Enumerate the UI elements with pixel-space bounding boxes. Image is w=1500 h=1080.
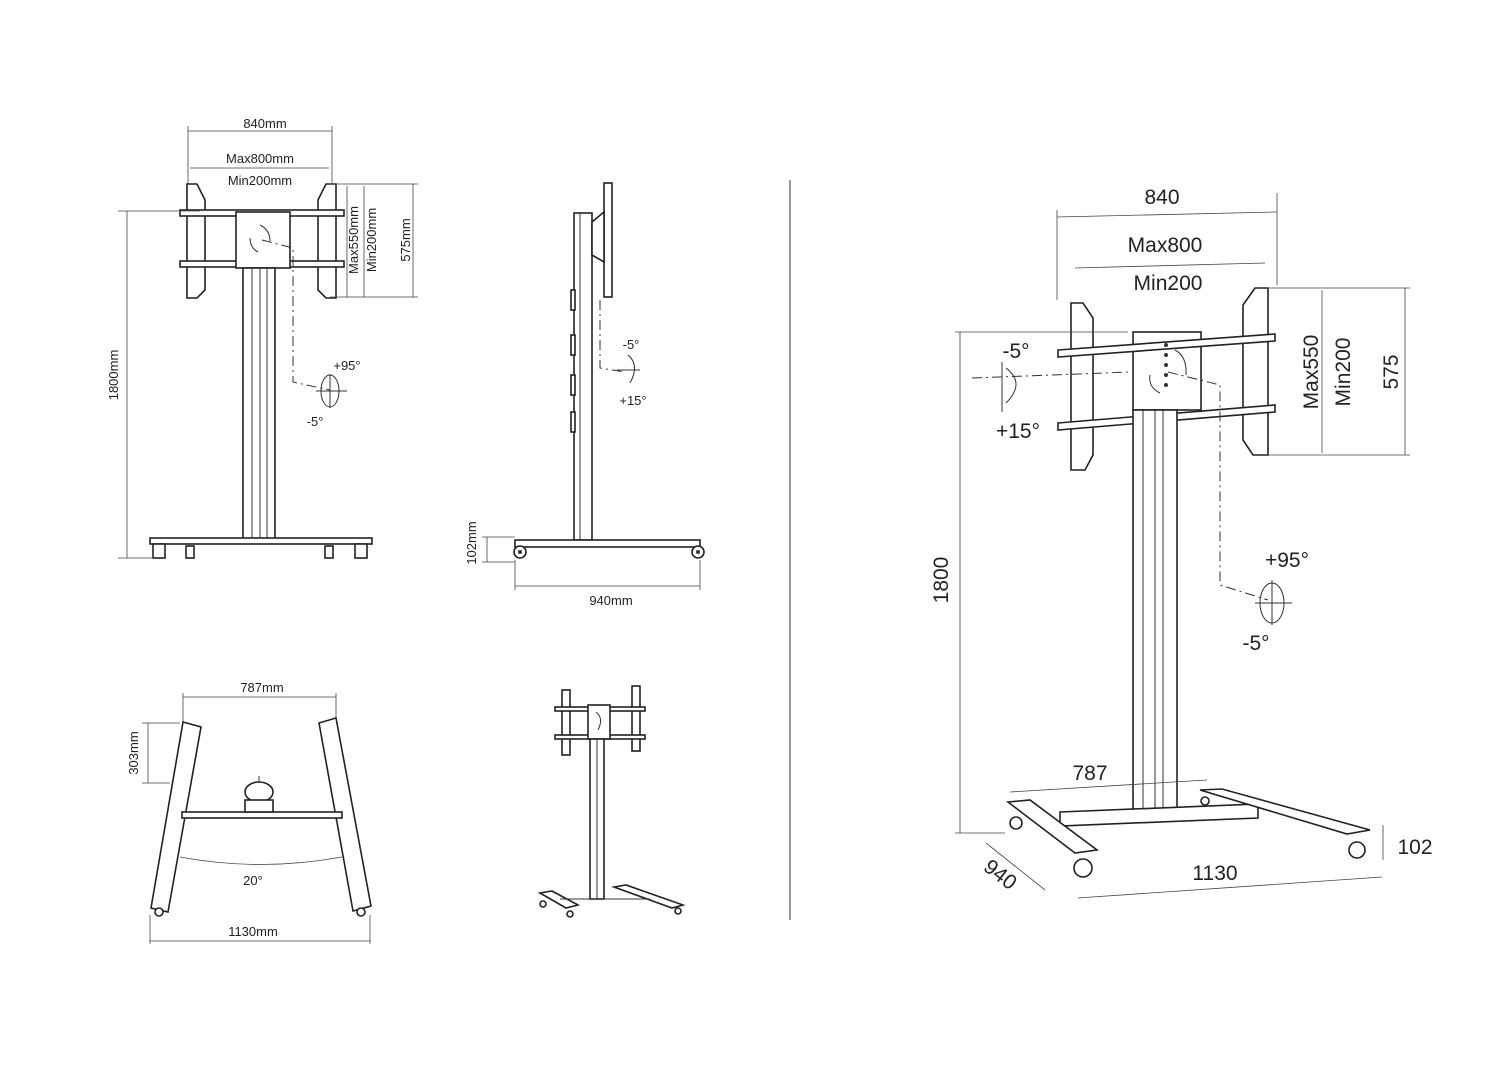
- iso-outer-w-label: 1130: [1192, 862, 1237, 885]
- side-tilt-up-label: -5°: [623, 337, 640, 352]
- iso-swivel-down-label: -5°: [1242, 632, 1269, 655]
- front-vesa-min-h-label: Min200mm: [364, 208, 379, 272]
- iso-width-label: 840: [1144, 186, 1179, 209]
- front-height-label: 1800mm: [106, 350, 121, 401]
- iso-vesa-min-w-label: Min200: [1134, 272, 1203, 295]
- iso-tilt-b-label: +15°: [996, 420, 1040, 443]
- top-inner-w-label: 787mm: [240, 680, 283, 695]
- front-tilt-up-label: +95°: [333, 358, 360, 373]
- iso-view: 840 Max800 Min200 787 1800 Max550 Min200…: [930, 186, 1433, 899]
- top-view: 787mm 303mm 20° 1130mm: [126, 680, 372, 944]
- iso-depth-label: 940: [979, 855, 1021, 895]
- iso-vesa-max-h-label: Max550: [1300, 335, 1323, 410]
- side-tilt-down-label: +15°: [619, 393, 646, 408]
- iso-vesa-max-w-label: Max800: [1128, 234, 1203, 257]
- iso-height-label: 1800: [930, 557, 953, 604]
- iso-tilt-a-label: -5°: [1002, 340, 1029, 363]
- front-vesa-max-w-label: Max800mm: [226, 151, 294, 166]
- front-view: 840mm Max800mm Min200mm 1800mm Max550mm …: [106, 116, 418, 559]
- iso-vesa-min-h-label: Min200: [1332, 338, 1355, 407]
- top-angle-label: 20°: [243, 873, 263, 888]
- top-leg-offset-label: 303mm: [126, 731, 141, 774]
- front-bracket-h-label: 575mm: [398, 218, 413, 261]
- front-vesa-max-h-label: Max550mm: [346, 206, 361, 274]
- iso-swivel-up-label: +95°: [1265, 549, 1309, 572]
- small-perspective-view: [537, 685, 686, 918]
- iso-bracket-h-label: 575: [1380, 354, 1403, 389]
- top-outer-w-label: 1130mm: [228, 924, 278, 939]
- iso-base-h-label: 102: [1397, 836, 1432, 859]
- iso-inner-w-label: 787: [1072, 762, 1107, 785]
- front-vesa-min-w-label: Min200mm: [228, 173, 292, 188]
- side-view: -5° +15° 102mm 940mm: [464, 182, 705, 608]
- side-base-h-label: 102mm: [464, 521, 479, 564]
- front-tilt-down-label: -5°: [307, 414, 324, 429]
- side-depth-label: 940mm: [589, 593, 632, 608]
- front-width-label: 840mm: [243, 116, 286, 131]
